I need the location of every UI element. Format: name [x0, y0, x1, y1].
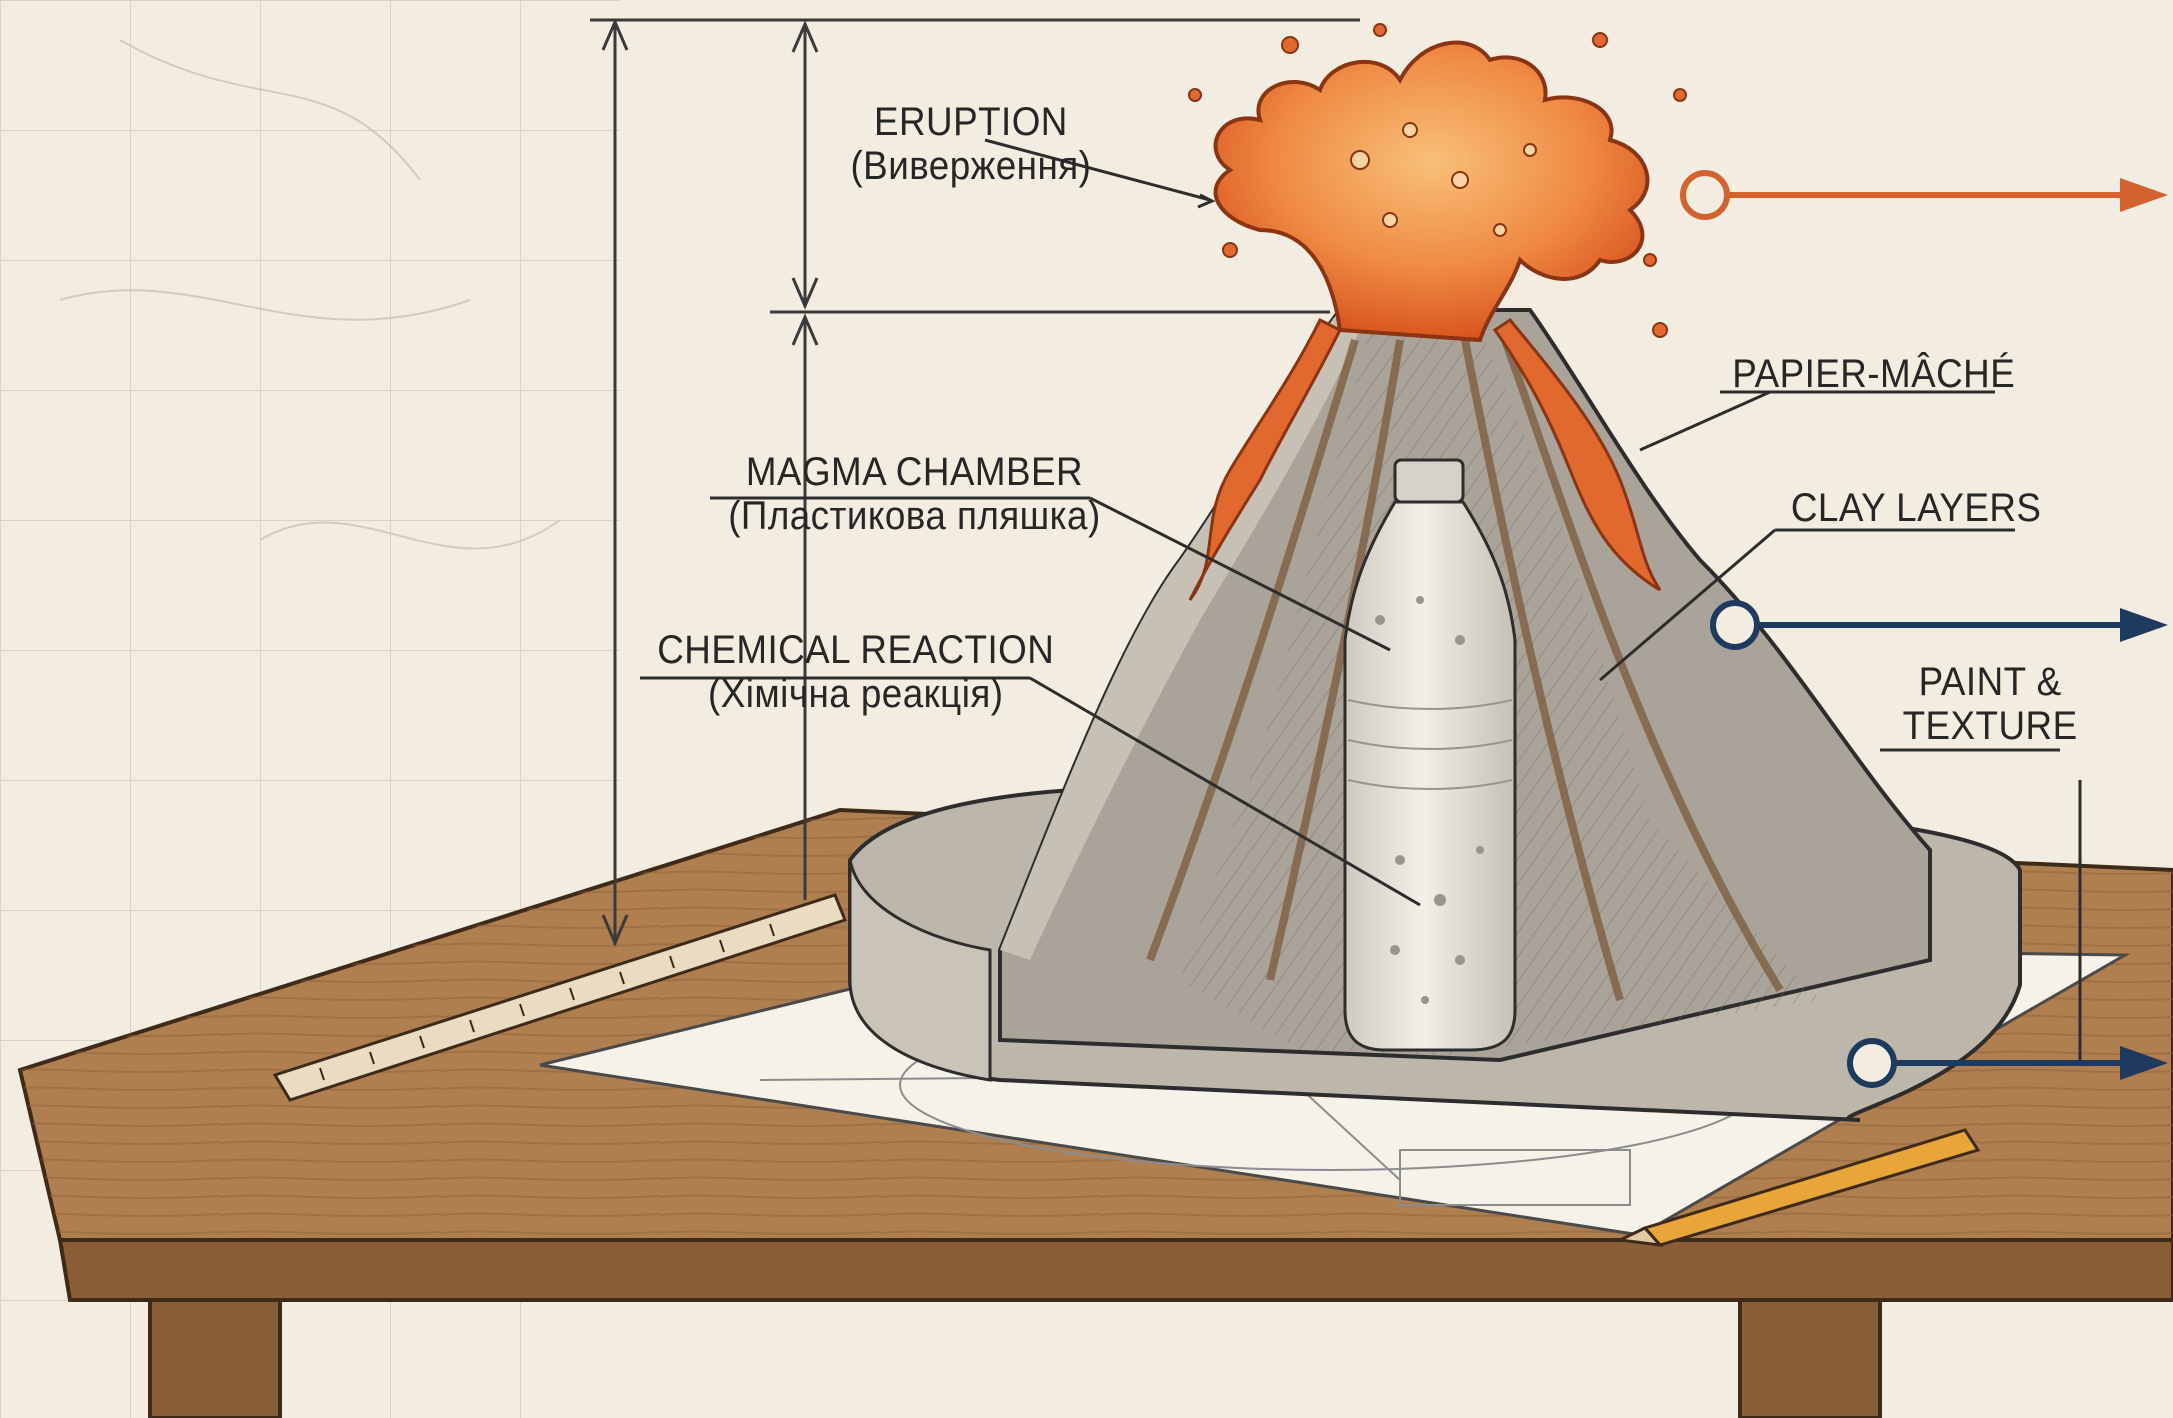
- label-clay-layers: CLAY LAYERS: [1791, 486, 2042, 530]
- label-chemical-reaction-subtitle: (Хімічна реакція): [657, 672, 1054, 716]
- label-papier-mache: PAPIER-MÂCHÉ: [1732, 352, 2015, 396]
- table-leg-left: [150, 1300, 280, 1418]
- plastic-bottle: [1345, 460, 1515, 1050]
- label-eruption: ERUPTION (Виверження): [850, 100, 1091, 188]
- label-eruption-subtitle: (Виверження): [850, 144, 1091, 188]
- table-leg-right: [1740, 1300, 1880, 1418]
- label-eruption-title: ERUPTION: [874, 100, 1068, 144]
- label-paint-texture-line2: TEXTURE: [1903, 704, 2078, 748]
- label-clay-layers-title: CLAY LAYERS: [1791, 486, 2042, 530]
- label-magma-chamber: MAGMA CHAMBER (Пластикова пляшка): [728, 450, 1100, 538]
- label-paint-texture: PAINT & TEXTURE: [1903, 660, 2078, 748]
- label-papier-mache-title: PAPIER-MÂCHÉ: [1732, 352, 2015, 396]
- label-magma-chamber-title: MAGMA CHAMBER: [746, 450, 1083, 494]
- label-magma-chamber-subtitle: (Пластикова пляшка): [728, 494, 1100, 538]
- label-paint-texture-line1: PAINT &: [1903, 660, 2078, 704]
- label-chemical-reaction: CHEMICAL REACTION (Хімічна реакція): [657, 628, 1054, 716]
- label-chemical-reaction-title: CHEMICAL REACTION: [657, 628, 1054, 672]
